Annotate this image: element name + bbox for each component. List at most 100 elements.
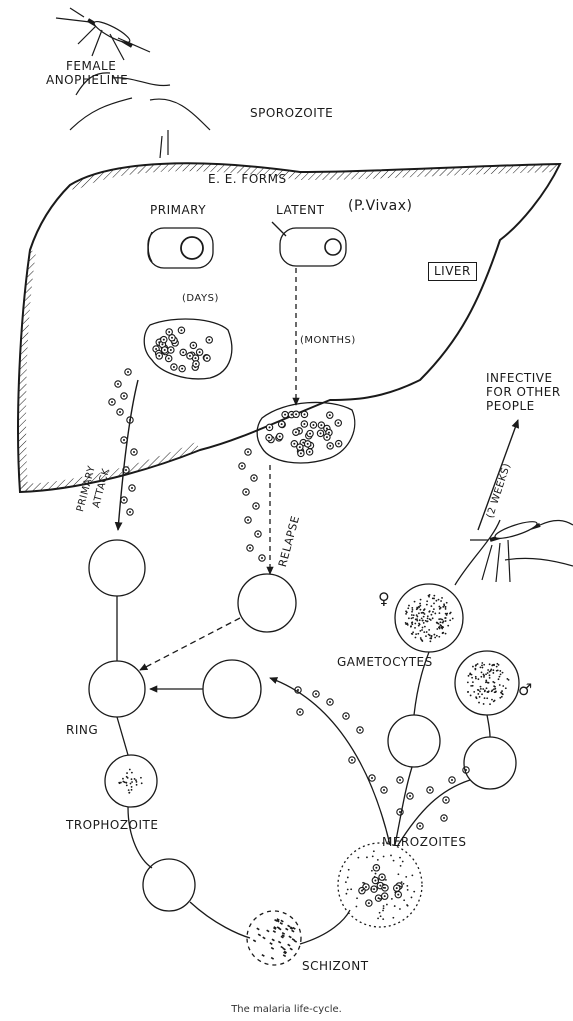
- stipple-dot: [481, 662, 483, 664]
- stipple-dot: [431, 614, 433, 616]
- merozoite-dots: [109, 327, 469, 906]
- stipple-dot: [445, 606, 447, 608]
- stipple-dot: [426, 604, 428, 606]
- stipple-dot: [347, 877, 349, 879]
- stipple-dot: [494, 691, 496, 693]
- label-schizont: SCHIZONT: [302, 960, 369, 973]
- schizont-mark: [288, 925, 291, 927]
- merozoite-dot-core: [164, 349, 166, 351]
- merozoite-dot-core: [320, 432, 322, 434]
- stipple-dot: [424, 608, 426, 610]
- stipple-dot: [445, 613, 447, 615]
- stipple-dot: [468, 675, 470, 677]
- merozoite-dot-core: [303, 423, 305, 425]
- stipple-dot: [372, 855, 374, 857]
- stipple-dot: [436, 622, 438, 624]
- schizont-mark: [282, 935, 285, 937]
- stipple-dot: [478, 702, 480, 704]
- stipple-dot: [471, 677, 473, 679]
- label-people: PEOPLE: [486, 400, 535, 413]
- stipple-dot: [491, 690, 493, 692]
- merozoite-dot-core: [329, 414, 331, 416]
- schizont-mark: [270, 943, 273, 945]
- cell-schizont: [247, 911, 301, 965]
- stipple-dot: [421, 629, 423, 631]
- stipple-dot: [472, 666, 474, 668]
- stipple-dot: [382, 910, 384, 912]
- stipple-dot: [486, 687, 488, 689]
- stipple-dot: [489, 674, 491, 676]
- merozoite-dot-core: [247, 519, 249, 521]
- stipple-dot: [371, 870, 373, 872]
- stipple-dot: [491, 699, 493, 701]
- schizont-mark: [286, 928, 289, 930]
- merozoite-dot-core: [307, 443, 309, 445]
- merozoite-dot-core: [315, 693, 317, 695]
- label-liver: LIVER: [428, 262, 477, 281]
- stipple-dot: [444, 617, 446, 619]
- stipple-dot: [440, 600, 442, 602]
- merozoite-dot-core: [365, 886, 367, 888]
- stipple-dot: [400, 865, 402, 867]
- stipple-dot: [475, 676, 477, 678]
- merozoite-dot-core: [329, 701, 331, 703]
- stipple-dot: [425, 620, 427, 622]
- stipple-dot: [379, 898, 381, 900]
- merozoite-dot-core: [117, 383, 119, 385]
- stipple-dot: [419, 630, 421, 632]
- stipple-dot: [411, 874, 413, 876]
- label-infective: INFECTIVE: [486, 372, 553, 385]
- stipple-dot: [140, 777, 142, 779]
- stipple-dot: [474, 668, 476, 670]
- stipple-dot: [442, 632, 444, 634]
- stipple-dot: [383, 905, 385, 907]
- stipple-dot: [412, 609, 414, 611]
- stipple-dot: [407, 905, 409, 907]
- stipple-dot: [347, 889, 349, 891]
- label-for-other: FOR OTHER: [486, 386, 561, 399]
- stipple-dot: [385, 879, 387, 881]
- stipple-dot: [428, 595, 430, 597]
- stipple-dot: [438, 599, 440, 601]
- stipple-dot: [383, 856, 385, 858]
- stipple-dot: [475, 665, 477, 667]
- mosquito-bottom-icon: [470, 518, 573, 582]
- stipple-dot: [485, 680, 487, 682]
- stipple-dot: [136, 784, 138, 786]
- merozoite-dot-core: [161, 343, 163, 345]
- stipple-dot: [416, 620, 418, 622]
- stipple-dot: [439, 621, 441, 623]
- stipple-dot: [403, 883, 405, 885]
- stipple-dot: [430, 605, 432, 607]
- stipple-dot: [498, 664, 500, 666]
- stipple-dot: [376, 888, 378, 890]
- stipple-dot: [493, 688, 495, 690]
- label-ring: RING: [66, 724, 98, 737]
- stipple-dot: [374, 876, 376, 878]
- primary-ee-cell: [148, 228, 213, 268]
- stipple-dot: [393, 860, 395, 862]
- stipple-dot: [445, 620, 447, 622]
- stipple-dot: [473, 691, 475, 693]
- merozoite-dot-core: [249, 547, 251, 549]
- stipple-dot: [502, 685, 504, 687]
- merozoite-dot-core: [194, 357, 196, 359]
- stipple-dot: [488, 682, 490, 684]
- stipple-dot: [422, 620, 424, 622]
- merozoite-dot-core: [206, 357, 208, 359]
- stipple-dot: [487, 672, 489, 674]
- stipple-dot: [405, 622, 407, 624]
- stipple-dot: [496, 670, 498, 672]
- stipple-dot: [481, 671, 483, 673]
- stipple-dot: [131, 781, 133, 783]
- stipple-dot: [479, 696, 481, 698]
- stipple-dot: [406, 623, 408, 625]
- stipple-dot: [424, 613, 426, 615]
- stipple-dot: [477, 663, 479, 665]
- label-anopheline: ANOPHELINE: [46, 74, 128, 87]
- label-female: FEMALE: [66, 60, 116, 73]
- stipple-dot: [477, 693, 479, 695]
- merozoite-dot-core: [170, 349, 172, 351]
- stipple-dot: [427, 615, 429, 617]
- stipple-dot: [401, 881, 403, 883]
